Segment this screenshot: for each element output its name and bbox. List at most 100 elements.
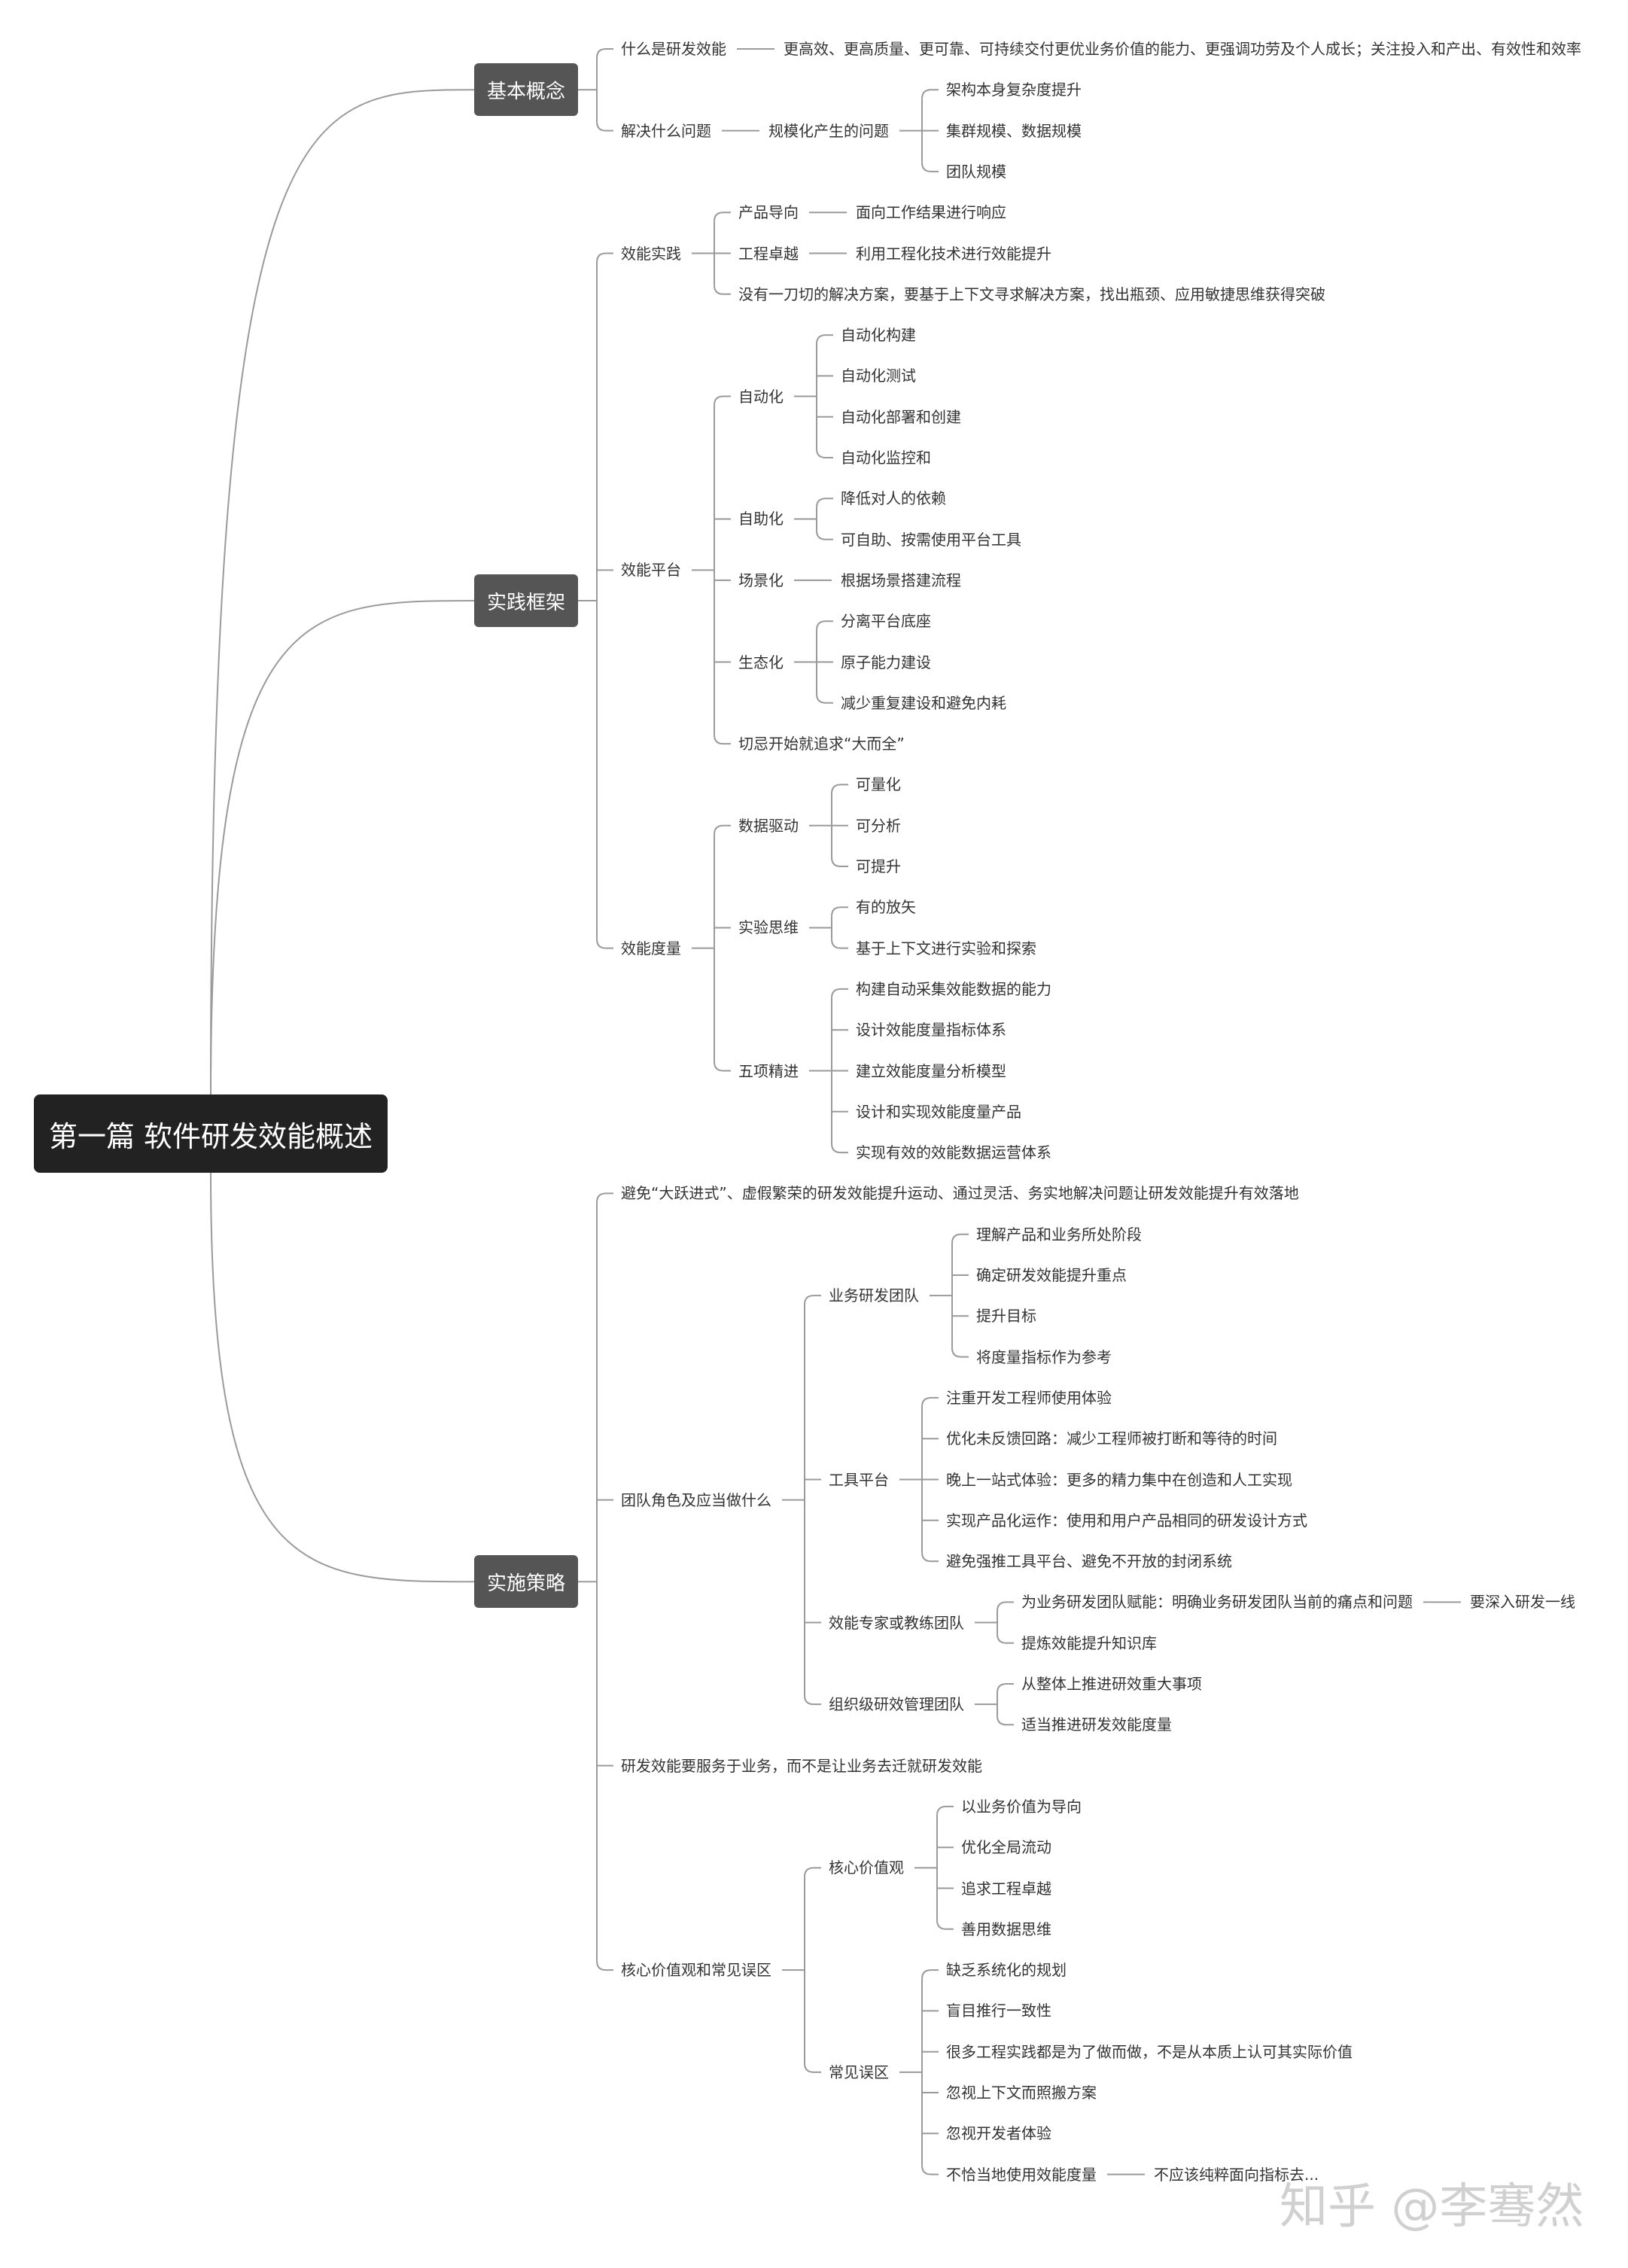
connector-line bbox=[596, 252, 613, 263]
subtopic-node[interactable]: 建立效能度量分析模型 bbox=[855, 1061, 1006, 1080]
connector-line bbox=[804, 2063, 821, 2073]
subtopic-node[interactable]: 实验思维 bbox=[738, 918, 799, 937]
subtopic-node[interactable]: 晚上一站式体验：更多的精力集中在创造和人工实现 bbox=[945, 1470, 1292, 1489]
subtopic-node[interactable]: 降低对人的依赖 bbox=[840, 489, 946, 508]
subtopic-node[interactable]: 可量化 bbox=[855, 775, 901, 794]
subtopic-node[interactable]: 自助化 bbox=[738, 510, 784, 528]
subtopic-node[interactable]: 效能专家或教练团队 bbox=[828, 1613, 964, 1632]
subtopic-node[interactable]: 减少重复建设和避免内耗 bbox=[840, 693, 1006, 712]
subtopic-node[interactable]: 设计效能度量指标体系 bbox=[855, 1021, 1006, 1040]
subtopic-node[interactable]: 核心价值观 bbox=[828, 1859, 904, 1877]
subtopic-node[interactable]: 盲目推行一致性 bbox=[945, 2002, 1051, 2020]
connector-line bbox=[804, 1295, 821, 1305]
subtopic-node[interactable]: 工具平台 bbox=[828, 1470, 889, 1489]
subtopic-node[interactable]: 忽视上下文而照搬方案 bbox=[945, 2084, 1097, 2102]
subtopic-node[interactable]: 构建自动采集效能数据的能力 bbox=[855, 979, 1051, 998]
topic-node[interactable]: 团队角色及应当做什么 bbox=[621, 1490, 771, 1509]
topic-node[interactable]: 效能实践 bbox=[621, 244, 681, 263]
subtopic-node[interactable]: 集群规模、数据规模 bbox=[945, 121, 1082, 140]
main-topic[interactable]: 基本概念 bbox=[474, 63, 578, 117]
subtopic-node[interactable]: 切忌开始就追求“大而全” bbox=[738, 735, 905, 753]
subtopic-node[interactable]: 确定研发效能提升重点 bbox=[975, 1266, 1127, 1284]
connector-line bbox=[936, 1805, 954, 1816]
subtopic-node[interactable]: 常见误区 bbox=[828, 2063, 889, 2081]
connector-line bbox=[714, 212, 731, 222]
root-topic[interactable]: 第一篇 软件研发效能概述 bbox=[34, 1094, 388, 1173]
subtopic-node[interactable]: 五项精进 bbox=[738, 1061, 799, 1080]
subtopic-node[interactable]: 为业务研发团队赋能：明确业务研发团队当前的痛点和问题 bbox=[1021, 1593, 1413, 1612]
subtopic-node[interactable]: 面向工作结果进行响应 bbox=[855, 203, 1006, 222]
subtopic-node[interactable]: 分离平台底座 bbox=[840, 612, 931, 631]
subtopic-node[interactable]: 注重开发工程师使用体验 bbox=[945, 1388, 1112, 1407]
topic-node[interactable]: 研发效能要服务于业务，而不是让业务去迁就研发效能 bbox=[621, 1756, 982, 1775]
subtopic-node[interactable]: 更高效、更高质量、更可靠、可持续交付更优业务价值的能力、更强调功劳及个人成长；关… bbox=[783, 40, 1581, 58]
subtopic-node[interactable]: 组织级研效管理团队 bbox=[828, 1695, 964, 1714]
connector-line bbox=[210, 600, 475, 1095]
subtopic-node[interactable]: 提升目标 bbox=[975, 1307, 1036, 1326]
subtopic-node[interactable]: 很多工程实践都是为了做而做，不是从本质上认可其实际价值 bbox=[945, 2042, 1353, 2061]
subtopic-node[interactable]: 优化全局流动 bbox=[960, 1838, 1051, 1857]
subtopic-node[interactable]: 有的放矢 bbox=[855, 898, 916, 917]
subtopic-node[interactable]: 不应该纯粹面向指标去... bbox=[1153, 2165, 1319, 2184]
subtopic-node[interactable]: 产品导向 bbox=[738, 203, 799, 222]
subtopic-node[interactable]: 将度量指标作为参考 bbox=[975, 1347, 1112, 1366]
connector-line bbox=[714, 1061, 731, 1072]
subtopic-node[interactable]: 架构本身复杂度提升 bbox=[945, 81, 1082, 99]
subtopic-node[interactable]: 根据场景搭建流程 bbox=[840, 571, 961, 589]
subtopic-node[interactable]: 理解产品和业务所处阶段 bbox=[975, 1225, 1142, 1244]
subtopic-node[interactable]: 从整体上推进研效重大事项 bbox=[1021, 1675, 1202, 1693]
main-topic[interactable]: 实践框架 bbox=[474, 574, 578, 628]
topic-node[interactable]: 解决什么问题 bbox=[621, 121, 711, 140]
subtopic-node[interactable]: 实现有效的效能数据运营体系 bbox=[855, 1143, 1051, 1162]
subtopic-node[interactable]: 自动化监控和 bbox=[840, 449, 931, 467]
subtopic-node[interactable]: 规模化产生的问题 bbox=[768, 121, 889, 140]
subtopic-node[interactable]: 避免强推工具平台、避免不开放的封闭系统 bbox=[945, 1552, 1232, 1571]
subtopic-node[interactable]: 基于上下文进行实验和探索 bbox=[855, 939, 1036, 957]
subtopic-node[interactable]: 数据驱动 bbox=[738, 816, 799, 835]
connector-line bbox=[804, 1867, 821, 1877]
connector-line bbox=[831, 784, 848, 794]
subtopic-node[interactable]: 不恰当地使用效能度量 bbox=[945, 2165, 1097, 2184]
subtopic-node[interactable]: 忽视开发者体验 bbox=[945, 2124, 1051, 2143]
connector-line bbox=[714, 735, 731, 745]
topic-node[interactable]: 效能度量 bbox=[621, 939, 681, 957]
subtopic-node[interactable]: 以业务价值为导向 bbox=[960, 1797, 1082, 1816]
subtopic-node[interactable]: 生态化 bbox=[738, 653, 784, 671]
subtopic-node[interactable]: 提炼效能提升知识库 bbox=[1021, 1633, 1157, 1652]
topic-node[interactable]: 避免“大跃进式”、虚假繁荣的研发效能提升运动、通过灵活、务实地解决问题让研发效能… bbox=[621, 1184, 1299, 1203]
subtopic-node[interactable]: 设计和实现效能度量产品 bbox=[855, 1102, 1021, 1121]
subtopic-node[interactable]: 自动化 bbox=[738, 387, 784, 406]
subtopic-node[interactable]: 自动化构建 bbox=[840, 326, 916, 345]
topic-node[interactable]: 什么是研发效能 bbox=[621, 40, 726, 58]
topic-node[interactable]: 核心价值观和常见误区 bbox=[621, 1961, 771, 1980]
connector-line bbox=[831, 988, 848, 998]
subtopic-node[interactable]: 原子能力建设 bbox=[840, 653, 931, 671]
subtopic-node[interactable]: 工程卓越 bbox=[738, 244, 799, 263]
connector-line bbox=[921, 162, 939, 172]
subtopic-node[interactable]: 自动化测试 bbox=[840, 367, 916, 385]
connector-line bbox=[997, 1601, 1014, 1612]
subtopic-node[interactable]: 实现产品化运作：使用和用户产品相同的研发设计方式 bbox=[945, 1511, 1307, 1530]
subtopic-node[interactable]: 缺乏系统化的规划 bbox=[945, 1961, 1067, 1980]
connector-line bbox=[997, 1683, 1014, 1694]
subtopic-node[interactable]: 场景化 bbox=[738, 571, 784, 589]
subtopic-node[interactable]: 善用数据思维 bbox=[960, 1919, 1051, 1938]
watermark: 知乎 @李骞然 bbox=[1280, 2179, 1584, 2235]
subtopic-node[interactable]: 可分析 bbox=[855, 816, 901, 835]
subtopic-node[interactable]: 团队规模 bbox=[945, 162, 1006, 181]
connector-line bbox=[936, 1919, 954, 1930]
subtopic-node[interactable]: 利用工程化技术进行效能提升 bbox=[855, 244, 1051, 263]
topic-node[interactable]: 效能平台 bbox=[621, 561, 681, 580]
subtopic-node[interactable]: 可提升 bbox=[855, 857, 901, 875]
subtopic-node[interactable]: 自动化部署和创建 bbox=[840, 407, 961, 426]
subtopic-node[interactable]: 可自助、按需使用平台工具 bbox=[840, 530, 1021, 549]
subtopic-node[interactable]: 要深入研发一线 bbox=[1469, 1593, 1575, 1612]
main-topic[interactable]: 实施策略 bbox=[474, 1555, 578, 1609]
connector-line bbox=[596, 1192, 613, 1203]
subtopic-node[interactable]: 适当推进研发效能度量 bbox=[1021, 1715, 1172, 1734]
subtopic-node[interactable]: 业务研发团队 bbox=[828, 1286, 919, 1305]
subtopic-node[interactable]: 追求工程卓越 bbox=[960, 1879, 1051, 1898]
subtopic-node[interactable]: 优化未反馈回路：减少工程师被打断和等待的时间 bbox=[945, 1429, 1277, 1448]
subtopic-node[interactable]: 没有一刀切的解决方案，要基于上下文寻求解决方案，找出瓶颈、应用敏捷思维获得突破 bbox=[738, 285, 1325, 303]
